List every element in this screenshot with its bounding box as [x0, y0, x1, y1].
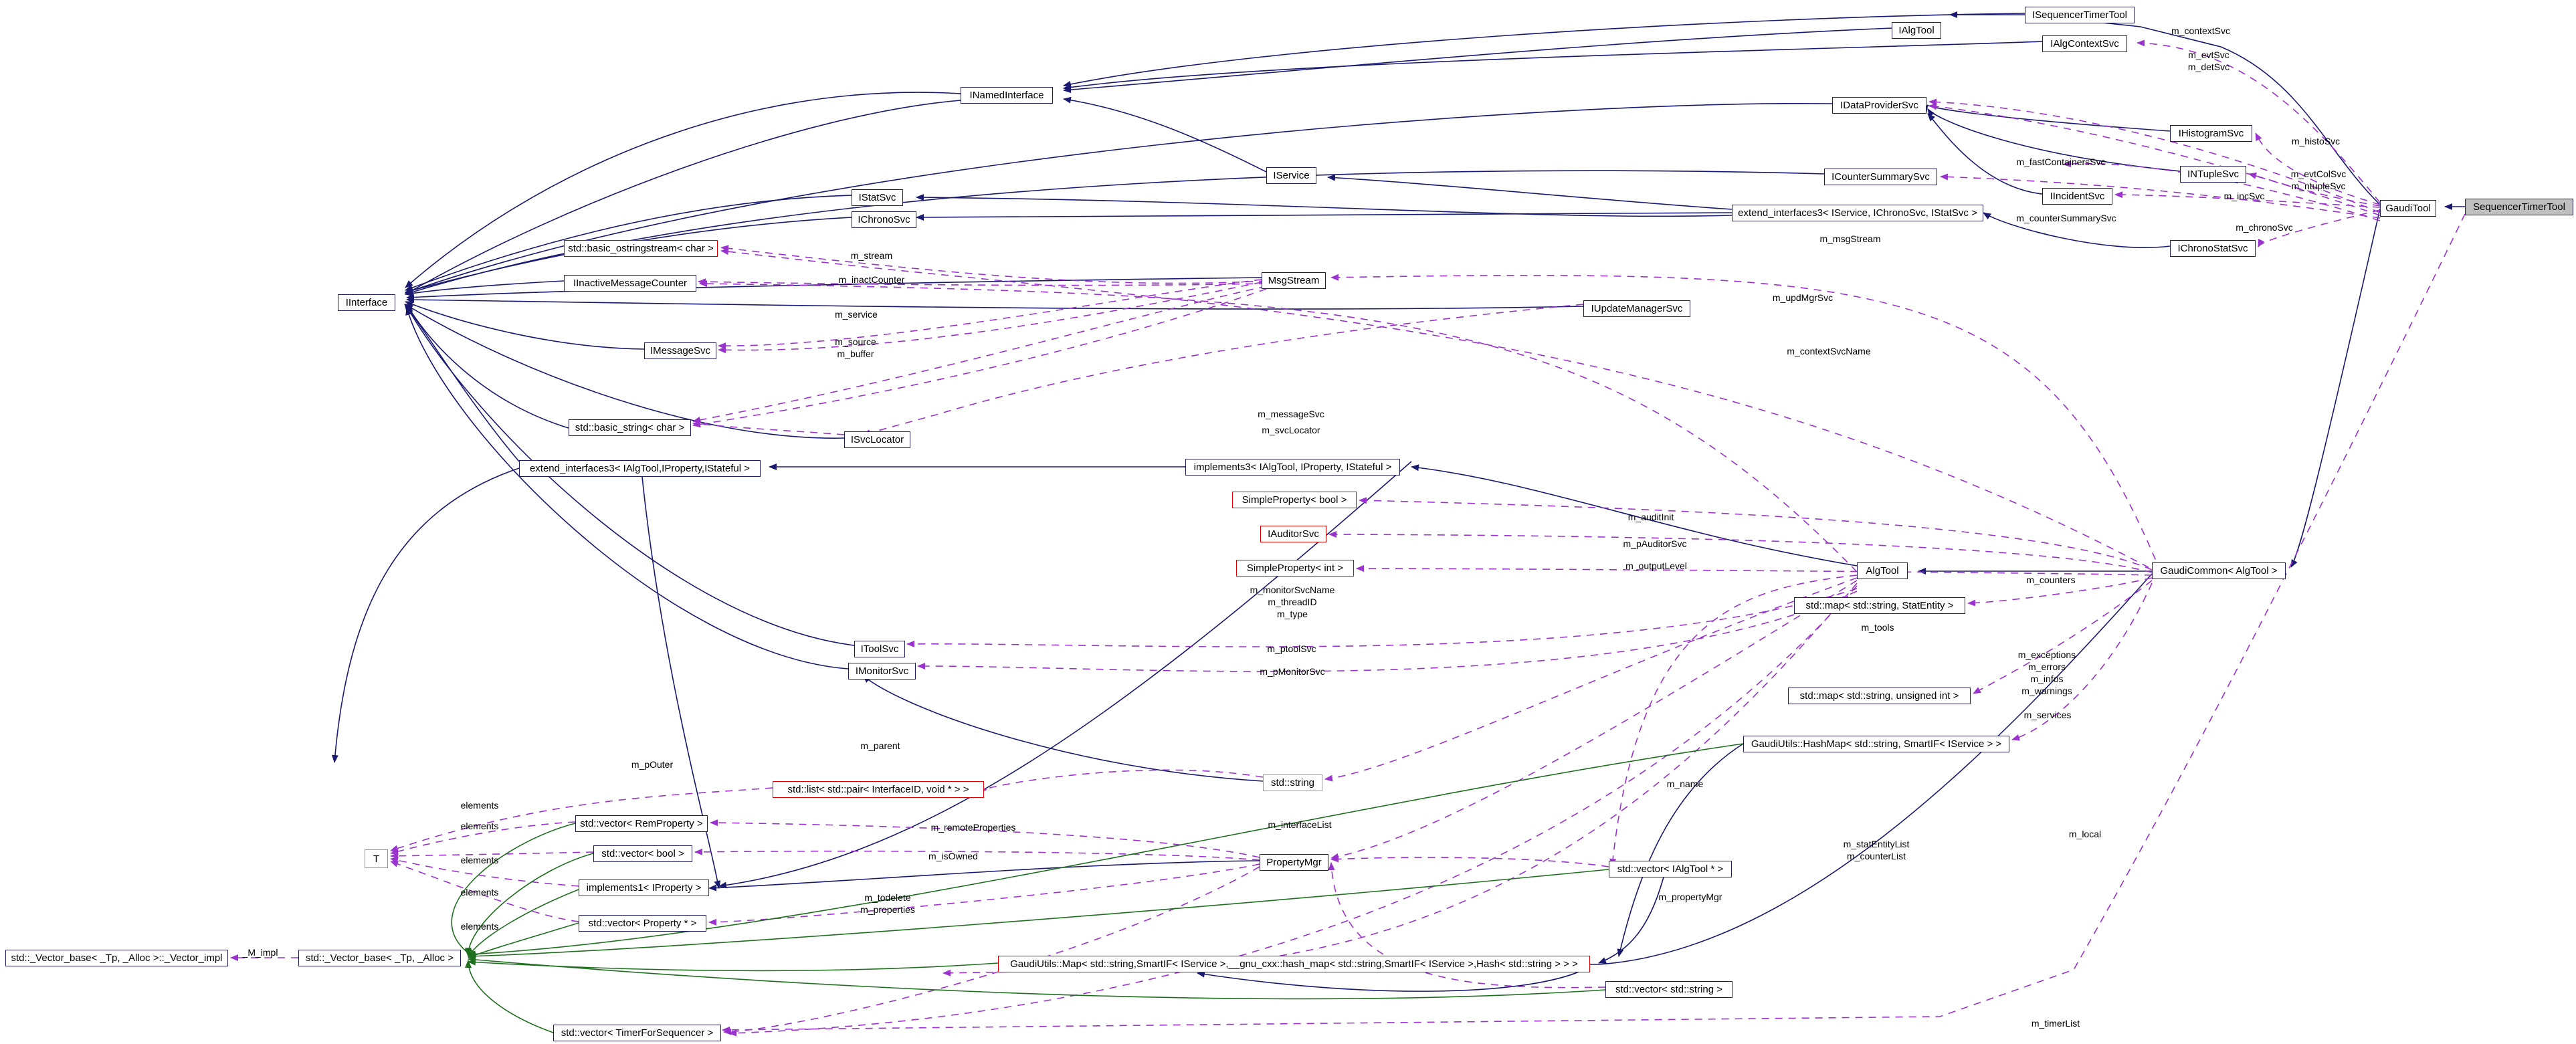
- edge-label: m_statEntityList m_counterList: [1843, 839, 1910, 861]
- class-node-map_string_StatEntity[interactable]: std::map< std::string, StatEntity >: [1794, 597, 1965, 614]
- edge-label: m_contextSvc: [2171, 25, 2230, 36]
- class-node-IInterface[interactable]: IInterface: [338, 294, 395, 311]
- class-node-IService[interactable]: IService: [1266, 167, 1316, 184]
- class-node-PropertyMgr[interactable]: PropertyMgr: [1260, 854, 1328, 871]
- class-node-IToolSvc[interactable]: IToolSvc: [854, 641, 905, 657]
- class-node-ISequencerTimerTool[interactable]: ISequencerTimerTool: [2025, 7, 2135, 23]
- class-node-IIncidentSvc[interactable]: IIncidentSvc: [2042, 188, 2112, 205]
- class-node-SimpleProperty_bool[interactable]: SimpleProperty< bool >: [1232, 492, 1357, 508]
- class-node-IUpdateManagerSvc[interactable]: IUpdateManagerSvc: [1583, 300, 1690, 317]
- template-edges: [451, 743, 1744, 1033]
- class-node-INamedInterface[interactable]: INamedInterface: [961, 87, 1053, 104]
- class-node-extend_interfaces3_IService[interactable]: extend_interfaces3< IService, IChronoSvc…: [1732, 205, 1983, 221]
- edge-label: elements: [460, 800, 499, 811]
- class-node-SequencerTimerTool[interactable]: SequencerTimerTool: [2465, 199, 2573, 215]
- class-node-GaudiTool[interactable]: GaudiTool: [2380, 200, 2436, 217]
- inheritance-edges: [331, 11, 2465, 992]
- edge-label: m_interfaceList: [1268, 819, 1332, 830]
- class-node-GaudiCommon_AlgTool[interactable]: GaudiCommon< AlgTool >: [2152, 562, 2286, 579]
- class-node-map_string_uint[interactable]: std::map< std::string, unsigned int >: [1788, 688, 1971, 704]
- edge-label: m_monitorSvcName m_threadID m_type: [1250, 585, 1335, 619]
- edge-label: m_service: [835, 309, 878, 320]
- usage-edges: [230, 39, 2466, 1037]
- class-node-extend_interfaces3_IAlgTool[interactable]: extend_interfaces3< IAlgTool,IProperty,I…: [519, 460, 761, 477]
- edge-label: m_chronoSvc: [2236, 222, 2293, 233]
- class-node-vector_Property_ptr[interactable]: std::vector< Property * >: [579, 915, 706, 932]
- edge-label: m_pOuter: [631, 759, 674, 770]
- class-node-IInactiveMessageCounter[interactable]: IInactiveMessageCounter: [564, 275, 696, 292]
- class-node-ICounterSummarySvc[interactable]: ICounterSummarySvc: [1824, 169, 1937, 185]
- class-node-implements1_IProperty[interactable]: implements1< IProperty >: [579, 879, 709, 896]
- class-node-Vector_base_Vector_impl[interactable]: std::_Vector_base< _Tp, _Alloc >::_Vecto…: [5, 950, 228, 966]
- edge-label: m_evtColSvc m_ntupleSvc: [2290, 169, 2347, 191]
- class-node-IMonitorSvc[interactable]: IMonitorSvc: [848, 663, 916, 680]
- edge-label: m_services: [2023, 710, 2072, 720]
- class-node-IChronoStatSvc[interactable]: IChronoStatSvc: [2170, 240, 2256, 257]
- edge-label: _M_impl: [242, 947, 278, 958]
- class-node-basic_ostringstream[interactable]: std::basic_ostringstream< char >: [564, 240, 718, 257]
- edge-label: m_updMgrSvc: [1772, 292, 1834, 303]
- class-node-IAlgTool[interactable]: IAlgTool: [1892, 22, 1941, 39]
- class-node-vector_RemProperty[interactable]: std::vector< RemProperty >: [575, 815, 708, 832]
- edge-label: elements: [460, 921, 499, 932]
- edge-label: m_auditInit: [1627, 512, 1674, 522]
- edge-label: m_parent: [860, 740, 900, 751]
- edge-label: m_evtSvc m_detSvc: [2187, 49, 2230, 72]
- edge-label: elements: [460, 855, 499, 865]
- edge-label: m_timerList: [2031, 1018, 2080, 1029]
- edge-label: m_histoSvc: [2291, 136, 2341, 146]
- edge-label: m_msgStream: [1819, 233, 1881, 244]
- class-node-IStatSvc[interactable]: IStatSvc: [852, 189, 903, 206]
- class-node-IHistogramSvc[interactable]: IHistogramSvc: [2170, 125, 2252, 142]
- edge-label: m_svcLocator: [1262, 425, 1320, 435]
- class-node-vector_bool[interactable]: std::vector< bool >: [593, 845, 692, 862]
- class-node-SimpleProperty_int[interactable]: SimpleProperty< int >: [1236, 560, 1354, 577]
- edge-label: m_local: [2068, 829, 2102, 839]
- class-node-IAlgContextSvc[interactable]: IAlgContextSvc: [2042, 35, 2127, 52]
- class-node-MsgStream[interactable]: MsgStream: [1262, 272, 1326, 289]
- edge-label: m_isOwned: [928, 851, 978, 861]
- class-node-INTupleSvc[interactable]: INTupleSvc: [2180, 166, 2246, 183]
- class-node-vector_TimerForSequencer[interactable]: std::vector< TimerForSequencer >: [553, 1025, 721, 1041]
- class-node-list_pair_InterfaceID[interactable]: std::list< std::pair< InterfaceID, void …: [773, 781, 984, 798]
- class-node-IMessageSvc[interactable]: IMessageSvc: [644, 342, 716, 359]
- edge-label: m_outputLevel: [1625, 560, 1687, 571]
- class-node-basic_string_char[interactable]: std::basic_string< char >: [569, 419, 691, 436]
- edge-label: m_pMonitorSvc: [1260, 666, 1325, 677]
- edge-label: m_pAuditorSvc: [1623, 538, 1687, 549]
- class-node-GaudiUtils_Map[interactable]: GaudiUtils::Map< std::string,SmartIF< IS…: [998, 956, 1590, 972]
- edge-label: m_exceptions m_errors m_infos m_warnings: [2017, 649, 2076, 696]
- class-node-ICoChronoSvc[interactable]: IChronoSvc: [852, 211, 916, 228]
- edge-label: m_inactCounter: [838, 274, 905, 285]
- edge-label: m_fastContainersSvc: [2016, 156, 2106, 167]
- edge-label: m_source m_buffer: [835, 336, 876, 359]
- edge-label: m_contextSvcName: [1787, 346, 1871, 356]
- edge-label: elements: [460, 887, 499, 898]
- class-node-ISvcLocator[interactable]: ISvcLocator: [844, 431, 910, 448]
- edge-label: elements: [460, 821, 499, 831]
- edge-label: m_ptoolSvc: [1267, 643, 1316, 654]
- edge-label: m_counters: [2026, 575, 2076, 585]
- class-node-vector_IAlgTool_ptr[interactable]: std::vector< IAlgTool * >: [1609, 861, 1732, 877]
- edge-label: m_name: [1666, 778, 1704, 789]
- class-node-Vector_base[interactable]: std::_Vector_base< _Tp, _Alloc >: [298, 950, 461, 966]
- class-node-AlgTool[interactable]: AlgTool: [1857, 562, 1908, 579]
- edge-label: m_incSvc: [2223, 191, 2265, 201]
- edge-label: m_messageSvc: [1258, 409, 1324, 419]
- class-node-T_box[interactable]: T: [365, 849, 388, 868]
- class-node-IAuditorSvc[interactable]: IAuditorSvc: [1260, 526, 1326, 542]
- class-node-implements3_IAlgTool[interactable]: implements3< IAlgTool, IProperty, IState…: [1185, 459, 1400, 476]
- edge-label: m_remoteProperties: [930, 822, 1016, 833]
- class-node-vector_std_string[interactable]: std::vector< std::string >: [1605, 981, 1732, 998]
- edge-label: m_stream: [850, 250, 893, 261]
- edge-label: m_todelete m_properties: [860, 892, 915, 915]
- class-node-IDataProviderSvc[interactable]: IDataProviderSvc: [1832, 97, 1926, 114]
- edge-label: m_tools: [1861, 622, 1894, 633]
- class-node-std_string[interactable]: std::string: [1263, 774, 1322, 791]
- edge-label: m_propertyMgr: [1658, 892, 1722, 902]
- class-node-HashMap_string_SmartIF[interactable]: GaudiUtils::HashMap< std::string, SmartI…: [1743, 736, 2009, 752]
- edge-label: m_counterSummarySvc: [2016, 213, 2116, 223]
